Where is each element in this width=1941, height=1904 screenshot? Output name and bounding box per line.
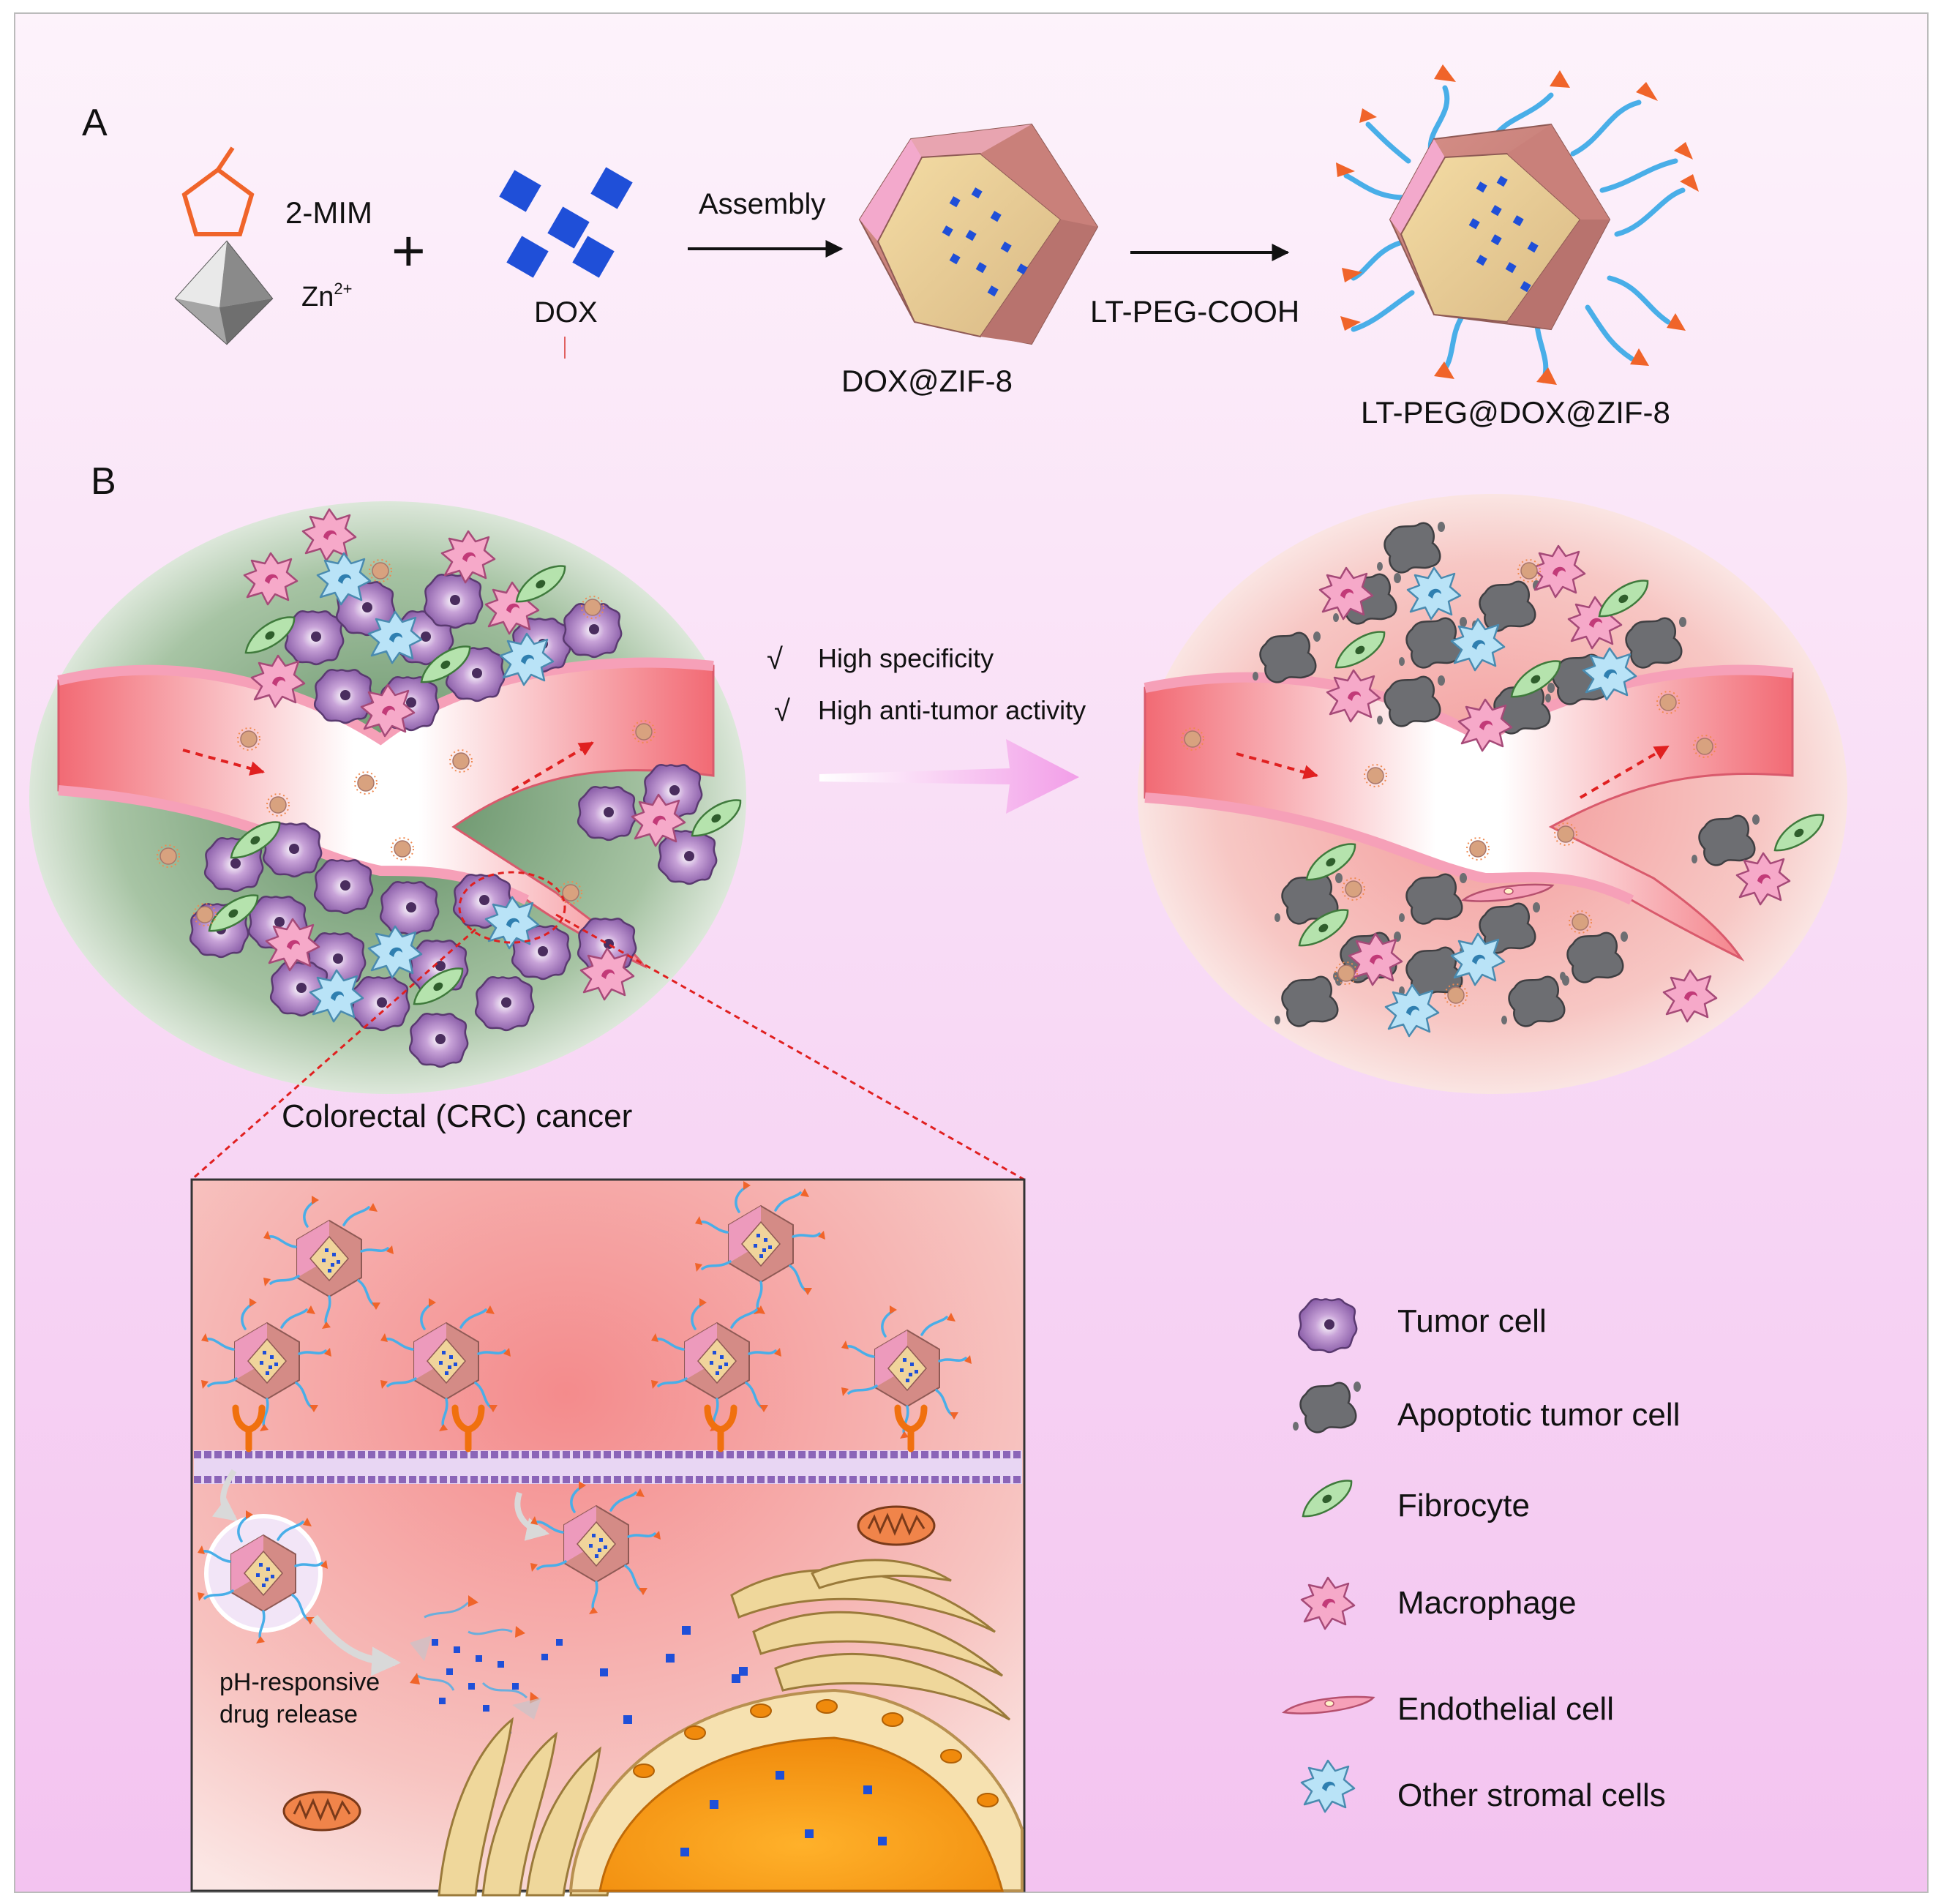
- legend-macrophage: Macrophage: [1397, 1585, 1577, 1621]
- cell-membrane: [194, 1450, 1022, 1484]
- check-specificity: High specificity: [818, 643, 994, 673]
- dox-zif8-label: DOX@ZIF-8: [841, 364, 1013, 398]
- legend-endothelial: Endothelial cell: [1397, 1691, 1614, 1727]
- treatment-arrow: [819, 739, 1079, 814]
- mitochondrion-1: [857, 1505, 936, 1546]
- panel-b-label: B: [91, 460, 116, 503]
- release-label-2: drug release: [219, 1701, 358, 1728]
- dox-zif8-particle: [858, 123, 1099, 345]
- tumor-cell-icon: [1297, 1297, 1358, 1354]
- panel-b: B: [29, 460, 1847, 1897]
- crc-tumor-tissue: [29, 501, 746, 1094]
- legend-tumor-cell: Tumor cell: [1397, 1303, 1547, 1339]
- released-drug: [410, 1595, 748, 1734]
- peg-reagent-label: LT-PEG-COOH: [1090, 294, 1299, 329]
- nucleus: [568, 1688, 1024, 1892]
- legend-apoptotic: Apoptotic tumor cell: [1397, 1397, 1680, 1433]
- final-particle-label: LT-PEG@DOX@ZIF-8: [1361, 395, 1670, 430]
- treated-tumor-tissue: [1138, 494, 1847, 1094]
- zn-icon: [174, 240, 274, 345]
- crc-label: Colorectal (CRC) cancer: [282, 1098, 632, 1134]
- cellular-uptake-inset: pH-responsive drug release: [190, 1178, 1026, 1897]
- zn-label: Zn2+: [301, 280, 352, 312]
- golgi-right: [730, 1559, 1011, 1721]
- assembly-label: Assembly: [699, 188, 825, 220]
- plus-sign: +: [391, 218, 426, 283]
- mitochondrion-2: [282, 1791, 361, 1832]
- zoom-region: [458, 871, 566, 944]
- check-mark-2: √: [774, 695, 790, 727]
- release-label-1: pH-responsive: [219, 1668, 380, 1696]
- check-activity: High anti-tumor activity: [818, 695, 1086, 725]
- legend-stromal: Other stromal cells: [1397, 1777, 1666, 1813]
- panel-a-label: A: [82, 102, 108, 144]
- legend: Tumor cell Apoptotic tumor cell Fibrocyt…: [1283, 1297, 1680, 1813]
- dox-label: DOX: [534, 296, 598, 329]
- mim-icon: [181, 167, 255, 236]
- lt-peg-nanoparticle: [1336, 64, 1699, 385]
- legend-fibrocyte: Fibrocyte: [1397, 1488, 1530, 1523]
- mim-label: 2-MIM: [285, 195, 372, 230]
- panel-a: A 2-MIM Zn2+ + DOX Assembly: [82, 64, 1699, 430]
- dox-icon: [499, 167, 633, 278]
- check-mark-1: √: [767, 643, 783, 675]
